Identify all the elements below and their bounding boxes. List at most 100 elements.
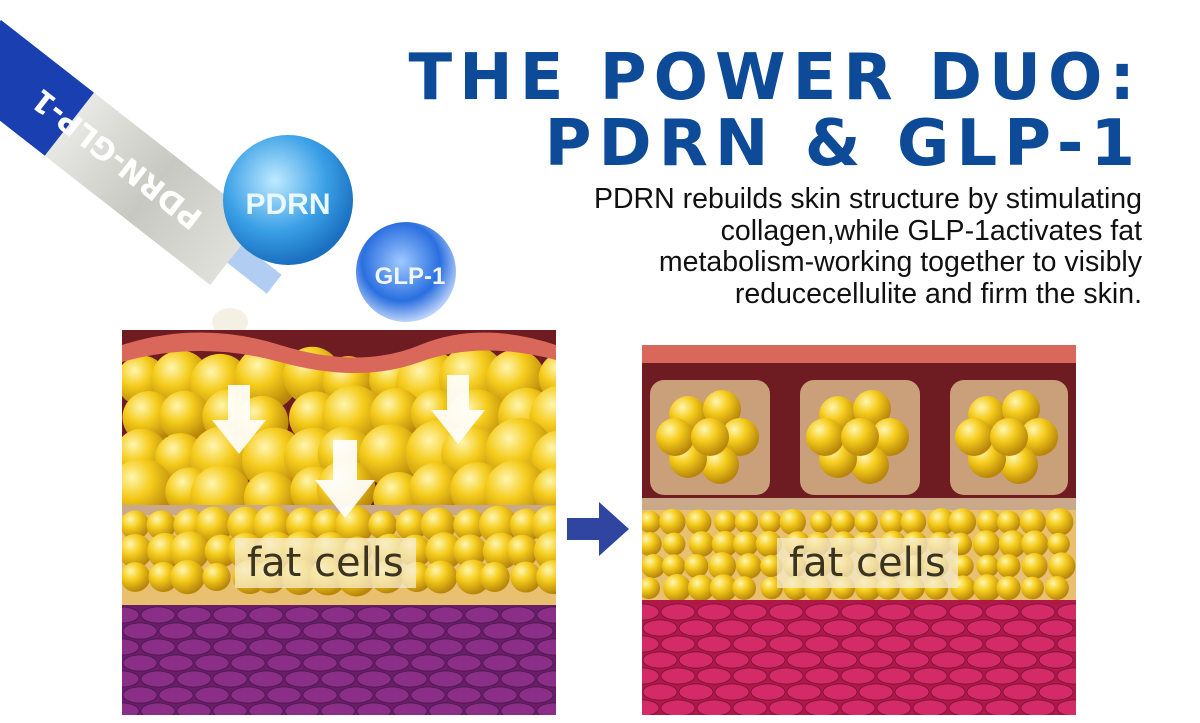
- tissue-cell: [1020, 635, 1056, 653]
- fat-cell: [841, 418, 879, 456]
- tissue-cell: [266, 622, 302, 640]
- fat-cell: [453, 508, 486, 542]
- tissue-cell: [1056, 635, 1076, 653]
- tissue-cell: [320, 702, 356, 715]
- tissue-cell: [822, 619, 858, 637]
- tissue-cell: [1002, 651, 1038, 669]
- tissue-cell: [536, 670, 556, 688]
- fat-cell: [368, 510, 398, 540]
- tissue-cell: [786, 619, 822, 637]
- fat-cell: [1047, 532, 1070, 556]
- tissue-cell: [212, 606, 248, 624]
- tissue-cell: [500, 606, 536, 624]
- tissue-cell: [158, 686, 194, 704]
- tissue-cell: [948, 635, 984, 653]
- pdrn-bubble-label: PDRN: [245, 188, 330, 221]
- tissue-cell: [122, 638, 140, 656]
- tissue-cell: [822, 683, 858, 701]
- tissue-cell: [194, 654, 230, 672]
- tissue-cell: [140, 670, 176, 688]
- tissue-cell: [410, 686, 446, 704]
- tissue-cell: [518, 686, 554, 704]
- fat-cell: [996, 554, 1021, 578]
- tissue-cell: [822, 651, 858, 669]
- tissue-cell: [948, 603, 984, 621]
- tissue-cell: [374, 622, 410, 640]
- tissue-cell: [482, 654, 518, 672]
- fat-cell: [684, 553, 709, 579]
- pdrn-bubble: PDRN: [223, 135, 353, 265]
- after-skin-panel: [642, 345, 1076, 715]
- fat-cell: [395, 509, 428, 541]
- tissue-cell: [1038, 683, 1074, 701]
- tissue-cell: [374, 686, 410, 704]
- tissue-cell: [660, 699, 696, 715]
- fat-cell: [714, 510, 737, 534]
- fat-cell: [170, 559, 205, 595]
- tissue-cell: [984, 603, 1020, 621]
- tissue-cell: [500, 638, 536, 656]
- tissue-cell: [338, 622, 374, 640]
- tissue-cell: [894, 651, 930, 669]
- tissue-cell: [858, 651, 894, 669]
- fat-cell: [642, 531, 662, 557]
- fat-cell: [976, 509, 1002, 535]
- tissue-cell: [876, 635, 912, 653]
- tissue-cell: [642, 651, 678, 669]
- tissue-cell: [122, 622, 158, 640]
- tissue-cell: [248, 670, 284, 688]
- tissue-cell: [410, 622, 446, 640]
- tissue-cell: [122, 654, 158, 672]
- fat-cell: [687, 574, 715, 602]
- fat-cell: [425, 532, 463, 570]
- fat-cell: [976, 554, 1000, 578]
- tissue-cell: [1056, 699, 1076, 715]
- tissue-cell: [446, 622, 482, 640]
- tissue-cell: [482, 686, 518, 704]
- fat-cell: [1048, 552, 1076, 580]
- tissue-cell: [302, 686, 338, 704]
- before-fat-cells-label: fat cells: [235, 538, 416, 588]
- tissue-cell: [714, 683, 750, 701]
- tissue-cell: [966, 683, 1002, 701]
- fat-cell: [831, 510, 856, 534]
- fat-cell: [146, 510, 176, 540]
- tissue-cell: [500, 670, 536, 688]
- tissue-cell: [696, 635, 732, 653]
- tissue-cell: [122, 670, 140, 688]
- fat-cell: [1021, 530, 1049, 558]
- tissue-cell: [642, 699, 660, 715]
- tissue-cell: [984, 699, 1020, 715]
- tissue-cell: [356, 638, 392, 656]
- tissue-cell: [122, 702, 140, 715]
- fat-cell: [734, 510, 759, 534]
- fat-cell: [1044, 576, 1069, 600]
- fat-cell: [659, 508, 686, 536]
- tissue-cell: [660, 667, 696, 685]
- tissue-cell: [518, 654, 554, 672]
- tissue-cell: [428, 670, 464, 688]
- fat-cell: [721, 418, 759, 456]
- tissue-cell: [840, 635, 876, 653]
- description-line: collagen,while GLP-1activates fat: [720, 214, 1142, 247]
- tissue-cell: [194, 686, 230, 704]
- tissue-cell: [428, 606, 464, 624]
- glp1-bubble-label: GLP-1: [375, 263, 446, 290]
- tissue-cell: [284, 606, 320, 624]
- tissue-cell: [158, 654, 194, 672]
- tissue-cell: [804, 667, 840, 685]
- fat-cell: [453, 534, 487, 568]
- tissue-cell: [212, 638, 248, 656]
- tissue-cell: [392, 606, 428, 624]
- tissue-cell: [660, 635, 696, 653]
- tissue-cell: [464, 702, 500, 715]
- tissue-cell: [356, 670, 392, 688]
- fat-cell: [948, 508, 977, 536]
- tissue-cell: [984, 635, 1020, 653]
- tissue-cell: [392, 638, 428, 656]
- fat-cell: [990, 418, 1028, 456]
- tissue-cell: [446, 686, 482, 704]
- tissue-cell: [696, 667, 732, 685]
- fat-cell: [732, 531, 759, 557]
- tissue-cell: [140, 702, 176, 715]
